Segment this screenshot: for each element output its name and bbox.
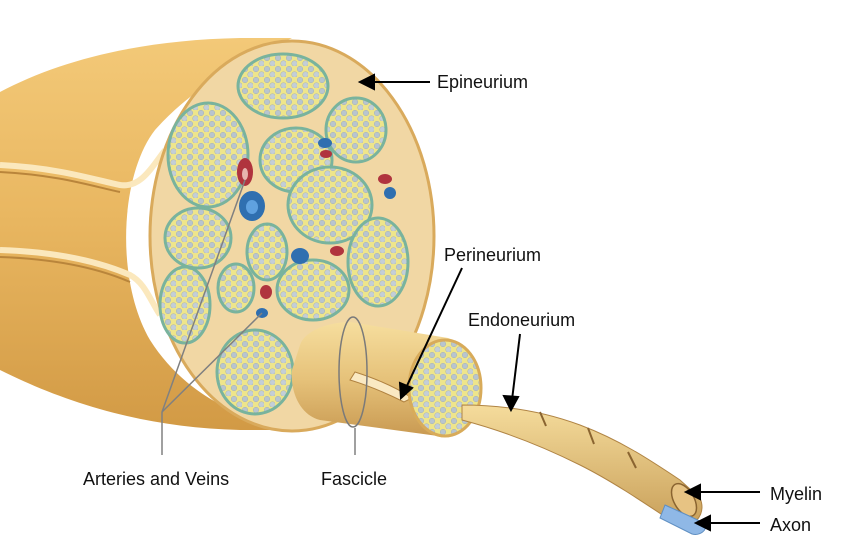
- fascicle-section: [275, 258, 351, 322]
- fascicle-section: [286, 165, 374, 245]
- fascicle-section: [324, 96, 388, 164]
- perineurium-peel: [349, 371, 413, 403]
- fascicle-section: [245, 222, 289, 282]
- label-axon: Axon: [770, 515, 812, 535]
- fascicle-section: [346, 216, 410, 308]
- perineurium-arrow-line: [404, 267, 463, 391]
- fascicles-cross-section: [158, 52, 410, 416]
- label-epineurium: Epineurium: [437, 72, 529, 92]
- label-myelin: Myelin: [770, 484, 823, 504]
- artery: [320, 150, 332, 158]
- epineurium-arrowhead: [357, 73, 375, 91]
- perineurium-arrowhead: [398, 381, 414, 401]
- myelin-arrowhead: [683, 483, 701, 501]
- nerve-fiber: [461, 404, 703, 526]
- fascicle-sheath-loop: [338, 316, 368, 428]
- label-perineurium: Perineurium: [444, 245, 542, 265]
- artery: [260, 285, 272, 299]
- vein: [291, 248, 309, 264]
- trunk-groove-lower: [0, 247, 163, 317]
- vein-lumen: [246, 200, 258, 214]
- label-arteries-and-veins: Arteries and Veins: [83, 469, 230, 489]
- node-of-ranvier: [587, 427, 595, 445]
- vein: [384, 187, 396, 199]
- fascicle-section: [215, 328, 295, 416]
- endoneurium-arrow-line: [511, 333, 521, 401]
- node-of-ranvier: [539, 411, 547, 427]
- trunk-groove-upper-shadow: [0, 171, 121, 193]
- trunk-groove-lower-shadow: [0, 256, 131, 283]
- vessel-leader-lines: [161, 179, 356, 455]
- node-of-ranvier: [627, 451, 637, 469]
- trunk-groove-upper: [0, 148, 168, 189]
- nerve-trunk: [0, 38, 300, 430]
- fascicle-section: [158, 265, 212, 345]
- fascicle-section: [216, 262, 256, 314]
- endoneurium-arrowhead: [502, 394, 520, 413]
- artery: [378, 174, 392, 184]
- fascicle-section: [163, 206, 233, 270]
- fascicle-section: [236, 52, 330, 120]
- label-endoneurium: Endoneurium: [468, 310, 576, 330]
- leader-lines: [357, 73, 760, 532]
- artery: [330, 246, 344, 256]
- label-fascicle: Fascicle: [321, 469, 388, 489]
- fascicle-section: [166, 101, 250, 209]
- blood-vessels: [237, 138, 396, 318]
- vein: [318, 138, 332, 148]
- artery-lumen: [242, 168, 248, 180]
- axon-arrowhead: [693, 514, 711, 532]
